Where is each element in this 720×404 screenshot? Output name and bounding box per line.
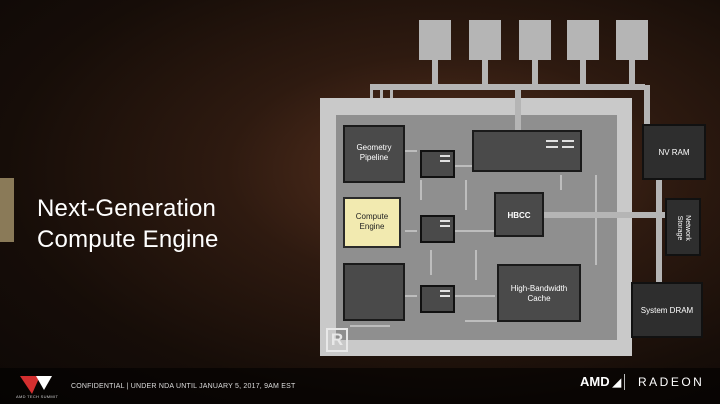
- title-line-1: Next-Generation: [37, 195, 217, 222]
- memory-pin-4: [567, 20, 599, 60]
- slide-title: Next-Generation Compute Engine: [37, 193, 219, 255]
- compute-engine-block: Compute Engine: [343, 197, 401, 248]
- amd-logo-text: AMD: [580, 374, 610, 389]
- memory-interface-block: [472, 130, 582, 172]
- system-dram-label: System DRAM: [640, 306, 694, 315]
- small-unit-1: [420, 150, 455, 178]
- title-line-2: Compute Engine: [37, 226, 219, 253]
- amd-logo: AMD ◢: [580, 374, 621, 389]
- accent-bar: [0, 178, 14, 242]
- system-dram-block: System DRAM: [631, 282, 703, 338]
- nv-ram-block: NV RAM: [642, 124, 706, 180]
- network-storage-label: Network Storage: [676, 215, 691, 241]
- brand-separator: [624, 374, 625, 390]
- network-storage-block: Network Storage: [665, 198, 701, 256]
- hbm-cache-label: High-Bandwidth Cache: [510, 284, 568, 303]
- nv-ram-label: NV RAM: [658, 148, 690, 157]
- small-unit-2: [420, 215, 455, 243]
- amd-arrow-icon: ◢: [609, 377, 622, 389]
- confidential-notice: CONFIDENTIAL | UNDER NDA UNTIL JANUARY 5…: [71, 383, 296, 390]
- memory-pin-5: [616, 20, 648, 60]
- hbcc-block: HBCC: [494, 192, 544, 237]
- compute-engine-label: Compute Engine: [355, 212, 389, 231]
- small-unit-3: [420, 285, 455, 313]
- tech-summit-logo: [20, 376, 52, 394]
- hbcc-label: HBCC: [507, 211, 531, 220]
- unlabeled-engine-block: [343, 263, 405, 321]
- footer-bar: [0, 368, 720, 404]
- radeon-r-logo: R: [326, 328, 348, 352]
- memory-pin-3: [519, 20, 551, 60]
- geometry-pipeline-label: Geometry Pipeline: [356, 143, 392, 162]
- hbm-cache-block: High-Bandwidth Cache: [497, 264, 581, 322]
- memory-pin-1: [419, 20, 451, 60]
- geometry-pipeline-block: Geometry Pipeline: [343, 125, 405, 183]
- radeon-logo: RADEON: [638, 375, 705, 389]
- memory-bus: [370, 84, 645, 90]
- tech-summit-logo-text: AMD TECH SUMMIT: [16, 394, 59, 399]
- memory-pin-2: [469, 20, 501, 60]
